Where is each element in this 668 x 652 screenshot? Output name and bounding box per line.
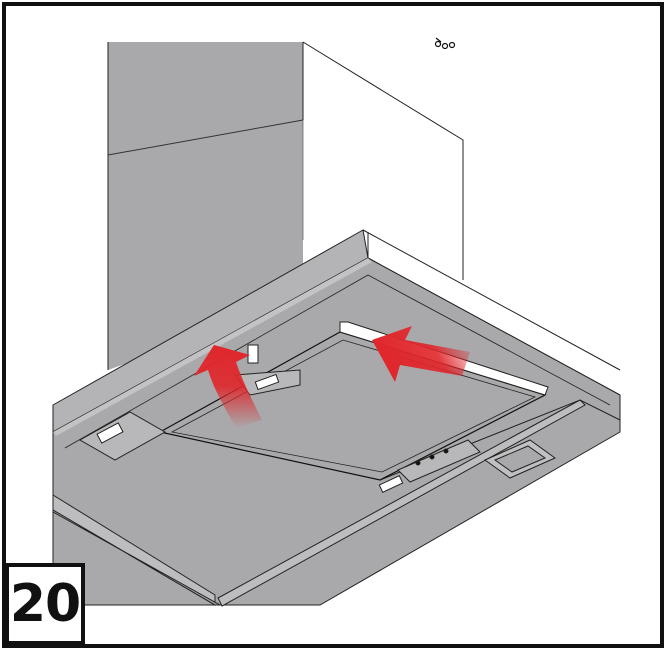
screw-marks bbox=[434, 37, 456, 50]
chimney bbox=[107, 41, 464, 370]
filter-latch-left bbox=[78, 344, 301, 461]
straight-arrow-left-icon bbox=[372, 326, 470, 382]
step-number: 20 bbox=[9, 574, 81, 634]
curved-arrow-up-icon bbox=[194, 345, 262, 428]
control-panel bbox=[378, 439, 556, 493]
step-number-badge: 20 bbox=[5, 563, 85, 645]
